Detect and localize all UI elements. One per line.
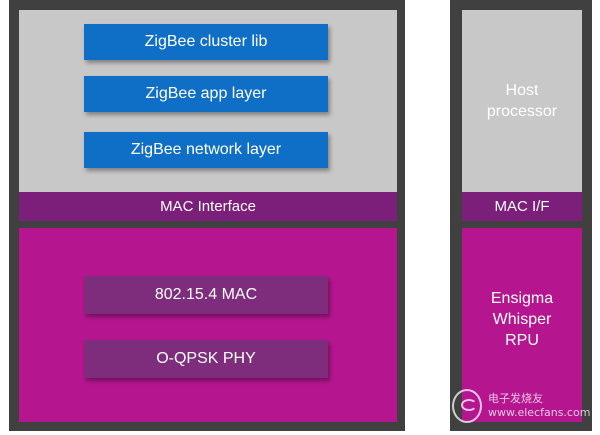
rpu-area: Ensigma Whisper RPU [462, 228, 582, 422]
zigbee-network-layer-box: ZigBee network layer [84, 132, 328, 168]
elecfans-logo-icon [452, 389, 482, 423]
oqpsk-phy-box: O-QPSK PHY [84, 340, 328, 378]
watermark-text: 电子发烧友 www.elecfans.com [488, 392, 591, 419]
mac-interface-label: MAC Interface [160, 198, 256, 215]
zigbee-app-layer-box: ZigBee app layer [84, 76, 328, 112]
radio-stack-area [19, 228, 397, 422]
zigbee-network-layer-label: ZigBee network layer [130, 141, 282, 158]
host-processor-area: Host processor [462, 10, 582, 192]
zigbee-app-layer-label: ZigBee app layer [145, 85, 267, 102]
zigbee-cluster-lib-label: ZigBee cluster lib [144, 33, 268, 50]
mac-802154-label: 802.15.4 MAC [154, 286, 258, 303]
host-processor-label: Host processor [486, 82, 558, 120]
watermark: 电子发烧友 www.elecfans.com [452, 388, 592, 424]
oqpsk-phy-label: O-QPSK PHY [156, 350, 256, 367]
rpu-label: Ensigma Whisper RPU [490, 289, 554, 349]
mac-if-band: MAC I/F [462, 192, 582, 221]
mac-interface-band: MAC Interface [19, 192, 397, 221]
mac-if-label: MAC I/F [494, 198, 550, 215]
zigbee-cluster-lib-box: ZigBee cluster lib [84, 24, 328, 60]
mac-802154-box: 802.15.4 MAC [84, 276, 328, 314]
